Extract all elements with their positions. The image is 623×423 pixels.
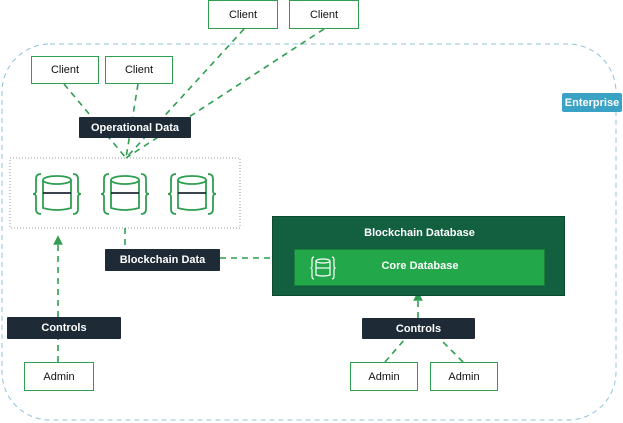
admin-node[interactable]: Admin <box>24 362 94 391</box>
admin-node[interactable]: Admin <box>350 362 418 391</box>
connector-client-3 <box>125 28 245 159</box>
blockchain-data-label: Blockchain Data <box>105 249 220 271</box>
database-icon <box>101 173 149 215</box>
client-node[interactable]: Client <box>105 56 173 84</box>
core-database-icon <box>310 256 336 280</box>
client-node[interactable]: Client <box>208 0 278 29</box>
database-icon <box>168 173 216 215</box>
enterprise-badge: Enterprise <box>562 93 622 112</box>
client-node[interactable]: Client <box>31 56 99 84</box>
connector-admin-3 <box>439 338 464 363</box>
connector-client-4 <box>125 28 325 159</box>
blockchain-database[interactable]: Blockchain Database Core Database <box>272 216 565 296</box>
core-database[interactable]: Core Database <box>294 249 545 286</box>
connector-admin-2 <box>384 338 406 363</box>
database-icon <box>33 173 81 215</box>
blockchain-database-title: Blockchain Database <box>364 227 475 239</box>
core-database-title: Core Database <box>381 260 459 272</box>
operational-data-label: Operational Data <box>79 117 191 138</box>
admin-node[interactable]: Admin <box>430 362 498 391</box>
controls-label-right: Controls <box>362 318 475 339</box>
enterprise-boundary <box>1 43 617 421</box>
controls-label-left: Controls <box>7 317 121 339</box>
client-node[interactable]: Client <box>289 0 359 29</box>
